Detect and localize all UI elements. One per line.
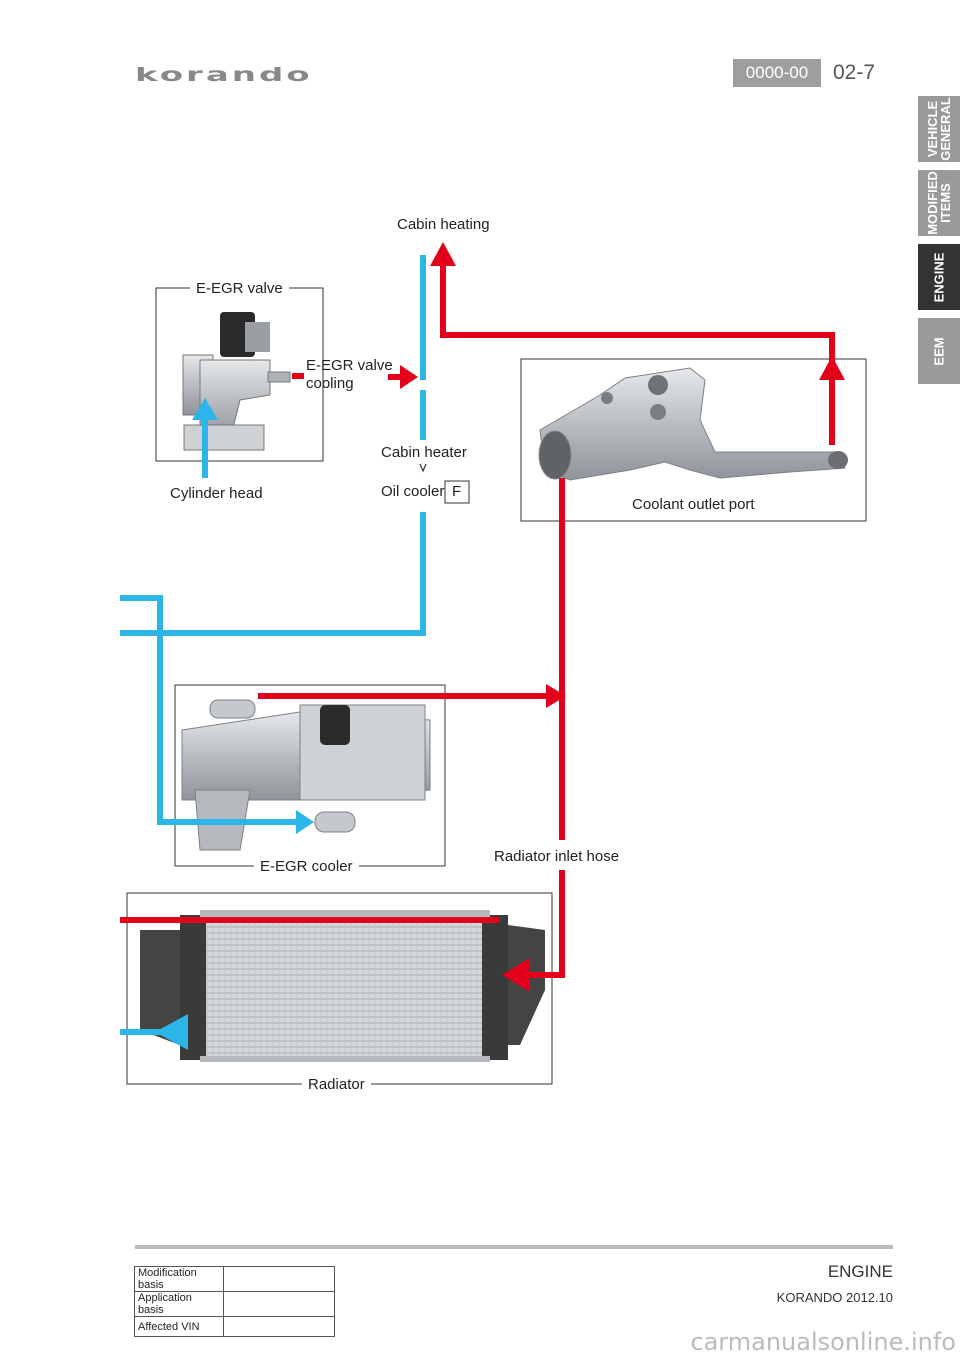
label-oil-cooler: Oil cooler [381, 483, 445, 500]
hot-coolant-arrows [400, 242, 845, 992]
modification-table: Modification basis Application basis Aff… [134, 1266, 335, 1337]
radiator-image [140, 910, 545, 1062]
table-row: Modification basis [134, 1266, 335, 1292]
table-cell-key: Application basis [134, 1291, 224, 1317]
footer-model-date: KORANDO 2012.10 [776, 1290, 893, 1305]
footer-divider [135, 1245, 893, 1249]
table-row: Affected VIN [134, 1316, 335, 1337]
tab-eem[interactable]: EEM [918, 318, 960, 384]
page-number: 02-7 [833, 61, 876, 84]
egr-valve-image [182, 312, 291, 451]
label-f-mark: F [452, 483, 462, 500]
label-cabin-heating: Cabin heating [397, 216, 490, 233]
label-egr-valve-cooling: E-EGR valve cooling [306, 357, 393, 392]
label-cylinder-head: Cylinder head [170, 485, 263, 502]
tab-modified-items[interactable]: MODIFIED ITEMS [918, 170, 960, 236]
tab-vehicle-general[interactable]: VEHICLE GENERAL [918, 96, 960, 162]
section-code-badge: 0000-00 [733, 59, 821, 87]
coolant-outlet-port-image [538, 367, 848, 481]
label-coolant-outlet-port: Coolant outlet port [632, 496, 755, 513]
coolant-outlet-frame [520, 358, 867, 522]
table-cell-value [223, 1266, 335, 1292]
egr-cooler-image [181, 699, 431, 851]
cold-coolant-lines [120, 255, 426, 1035]
table-row: Application basis [134, 1291, 335, 1317]
table-cell-value [223, 1316, 335, 1337]
label-radiator: Radiator [302, 1076, 371, 1093]
label-egr-cooler: E-EGR cooler [254, 858, 359, 875]
label-cabin-heater: Cabin heater [381, 444, 467, 461]
table-cell-key: Modification basis [134, 1266, 224, 1292]
watermark: carmanualsonline.info [690, 1328, 956, 1356]
chevron-down-icon [419, 463, 427, 473]
table-cell-key: Affected VIN [134, 1316, 224, 1337]
label-egr-valve: E-EGR valve [190, 280, 289, 297]
footer-section-title: ENGINE [827, 1262, 893, 1281]
tab-engine[interactable]: ENGINE [918, 244, 960, 310]
brand-logo: korando [135, 64, 313, 86]
cold-coolant-arrows [155, 398, 314, 1050]
f-mark-box [444, 480, 470, 504]
label-radiator-inlet-hose: Radiator inlet hose [488, 848, 626, 865]
hot-coolant-lines [120, 262, 835, 978]
table-cell-value [223, 1291, 335, 1317]
